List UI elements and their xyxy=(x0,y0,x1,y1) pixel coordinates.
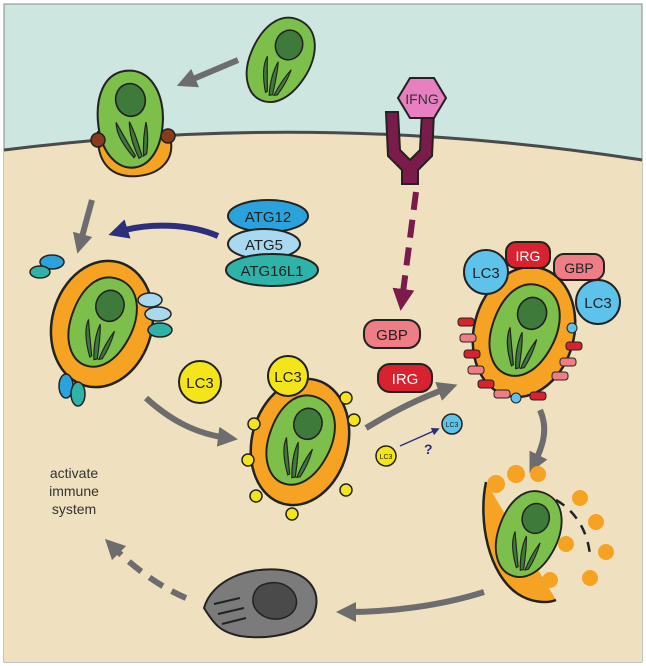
arrow-lc3-conversion xyxy=(399,427,440,447)
arrow-ifng-signal xyxy=(392,191,419,311)
arrow-to-irg-vacuole xyxy=(364,381,458,431)
vacuole-irg-gbp-coated: LC3 IRG GBP LC3 xyxy=(457,241,621,404)
gbp-vacuole-label: GBP xyxy=(564,260,594,276)
lc3-blue-label-1: LC3 xyxy=(472,265,500,282)
lc3-small-blue-label: LC3 xyxy=(446,422,459,429)
dead-parasite xyxy=(202,568,318,639)
question-mark: ? xyxy=(424,441,433,457)
irg-free-label: IRG xyxy=(392,371,419,388)
gbp-free-label: GBP xyxy=(376,327,408,344)
ifng-ligand: IFNG xyxy=(396,77,448,119)
invading-parasite xyxy=(88,64,176,178)
atg5-label: ATG5 xyxy=(245,237,283,254)
lc3-small-yellow xyxy=(375,445,397,467)
atg12-label: ATG12 xyxy=(245,209,291,226)
gbp-free xyxy=(363,319,421,349)
ifng-label: IFNG xyxy=(405,91,438,107)
activate-label-2: immune xyxy=(49,483,99,499)
arrow-down-right xyxy=(529,408,548,473)
vacuole-atg-coated xyxy=(29,254,173,407)
arrow-activate xyxy=(104,538,188,601)
lc3-free-label: LC3 xyxy=(186,375,214,392)
arrow-entry xyxy=(176,57,240,88)
activate-label-3: system xyxy=(52,501,96,517)
ifng-receptor xyxy=(384,111,436,185)
arrow-atg-recruit xyxy=(108,219,220,239)
lc3-small-yellow-label: LC3 xyxy=(380,454,393,461)
lc3-blue-label-2: LC3 xyxy=(584,295,612,312)
lc3-small-blue xyxy=(441,413,463,435)
irg-free xyxy=(377,363,433,393)
irg-vacuole-label: IRG xyxy=(516,248,541,264)
ruptured-vacuole xyxy=(482,465,614,604)
arrow-down-1 xyxy=(72,199,95,254)
atg-complex: ATG12 ATG5 ATG16L1 xyxy=(225,199,319,287)
atg16l1-label: ATG16L1 xyxy=(240,263,303,280)
arrow-to-dead xyxy=(336,589,485,622)
vacuole-lc3-coated: LC3 xyxy=(241,355,361,521)
lc3-free xyxy=(178,360,222,404)
arrow-to-lc3-vacuole xyxy=(143,395,238,447)
activate-label-1: activate xyxy=(50,465,98,481)
lc3-vacuole-label: LC3 xyxy=(274,369,302,386)
